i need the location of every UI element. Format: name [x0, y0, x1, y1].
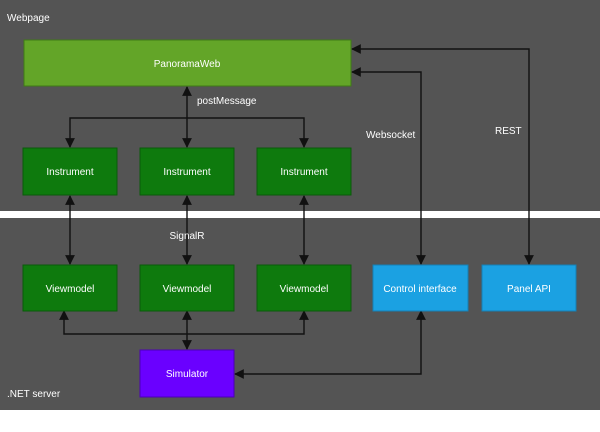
instrument-label-3: Instrument [280, 167, 327, 178]
panel-api-node[interactable]: Panel API [481, 264, 577, 312]
simulator-bus-left [59, 310, 187, 335]
viewmodel-label-3: Viewmodel [280, 284, 329, 295]
panel-api-box [481, 264, 577, 312]
panorama-web-label: PanoramaWeb [154, 59, 221, 70]
post-message-label: postMessage [197, 96, 257, 107]
server-region [0, 218, 600, 410]
server-region-label: .NET server [7, 389, 61, 400]
connectors [59, 44, 534, 379]
post-message-branch-right [187, 117, 309, 148]
instrument-node-1[interactable]: Instrument [22, 147, 118, 196]
instrument-node-2[interactable]: Instrument [139, 147, 235, 196]
websocket-label: Websocket [366, 130, 416, 141]
signalr-label: SignalR [169, 231, 204, 242]
viewmodel-label-1: Viewmodel [46, 284, 95, 295]
viewmodel-node-2[interactable]: Viewmodel [139, 264, 235, 312]
viewmodel-box-3 [256, 264, 352, 312]
control-interface-label: Control interface [383, 284, 457, 295]
viewmodel-node-3[interactable]: Viewmodel [256, 264, 352, 312]
viewmodel-box-2 [139, 264, 235, 312]
post-message-branch-left [65, 117, 187, 148]
simulator-node[interactable]: Simulator [139, 349, 235, 398]
simulator-control-edge [234, 310, 426, 379]
panorama-web-box [23, 39, 352, 87]
instrument-box-1 [22, 147, 118, 196]
instrument-node-3[interactable]: Instrument [256, 147, 352, 196]
viewmodel-box-1 [22, 264, 118, 312]
instrument-box-2 [139, 147, 235, 196]
panorama-web-node[interactable]: PanoramaWeb [23, 39, 352, 87]
simulator-box [139, 349, 235, 398]
simulator-label: Simulator [166, 369, 209, 380]
instrument-label-2: Instrument [163, 167, 210, 178]
instrument-box-3 [256, 147, 352, 196]
control-interface-node[interactable]: Control interface [372, 264, 469, 312]
control-interface-box [372, 264, 469, 312]
rest-edge [351, 44, 534, 265]
panel-api-label: Panel API [507, 284, 551, 295]
viewmodel-node-1[interactable]: Viewmodel [22, 264, 118, 312]
rest-label: REST [495, 126, 522, 137]
region-divider [0, 211, 600, 218]
instrument-label-1: Instrument [46, 167, 93, 178]
viewmodel-label-2: Viewmodel [163, 284, 212, 295]
webpage-region-label: Webpage [7, 13, 50, 24]
